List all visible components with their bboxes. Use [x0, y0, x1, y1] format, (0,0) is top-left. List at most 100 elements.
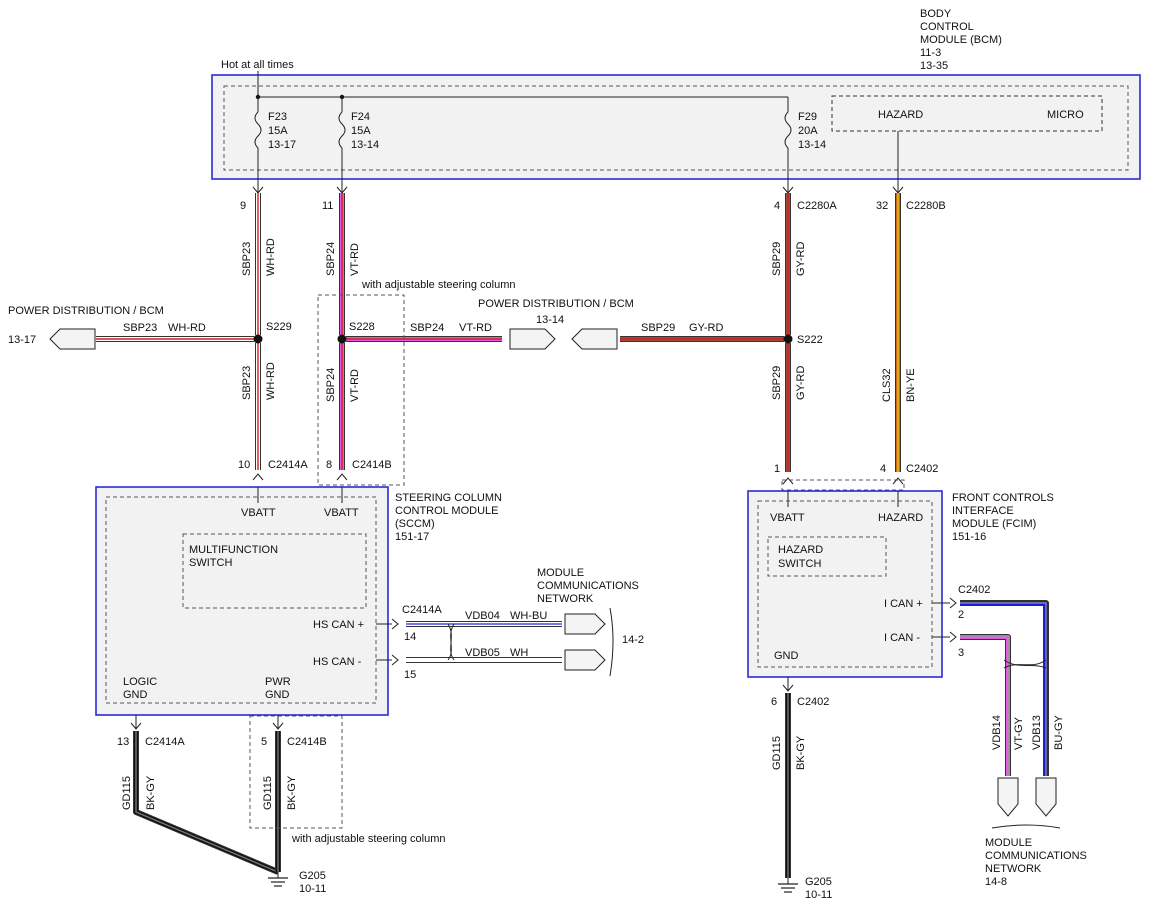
- fuse-name: F29: [798, 111, 817, 123]
- wire-color: WH-BU: [510, 610, 547, 622]
- connector-shape: [571, 328, 618, 350]
- fuse-rating: 15A: [351, 125, 371, 137]
- bcm-title-line: CONTROL: [920, 21, 974, 33]
- sccm-vbatt-label: VBATT: [241, 507, 276, 519]
- power-dist-mid: POWER DISTRIBUTION / BCM 13-14: [478, 298, 634, 350]
- fcim-hazard-label: HAZARD: [878, 512, 923, 524]
- connector-name: C2280B: [906, 200, 946, 212]
- pin-number: 4: [880, 463, 886, 475]
- ground-ref: 10-11: [805, 889, 832, 901]
- wire-color: WH-RD: [265, 238, 277, 276]
- wire-color: BN-YE: [905, 368, 917, 402]
- pin-number: 9: [240, 200, 246, 212]
- wire-color: WH-RD: [265, 362, 277, 400]
- wire-circuit: SBP29: [771, 366, 783, 400]
- fuse-name: F23: [268, 111, 287, 123]
- fcim-inner-dashed: [757, 500, 933, 668]
- hazard-switch-label: SWITCH: [778, 558, 821, 570]
- ground-name: G205: [805, 876, 832, 888]
- fcim-input-pins: 1 4 C2402: [774, 463, 938, 491]
- sccm-title-line: 151-17: [395, 531, 429, 543]
- wire-color: GY-RD: [689, 322, 723, 334]
- fcim-title-line: INTERFACE: [952, 505, 1014, 517]
- wire-gd115-left: [133, 731, 280, 875]
- ican-plus-label: I CAN +: [884, 598, 923, 610]
- wire-circuit: SBP23: [241, 366, 253, 400]
- network-label: 14-8: [985, 876, 1007, 888]
- adjustable-column-box: [317, 294, 405, 486]
- connector-name: C2402: [797, 696, 829, 708]
- multifunction-switch-box: [182, 533, 367, 609]
- fuse-rating: 20A: [798, 125, 818, 137]
- wire-color: WH: [510, 647, 528, 659]
- wire-circuit: VDB05: [465, 647, 500, 659]
- sccm-title-line: STEERING COLUMN: [395, 492, 502, 504]
- wire-color: BK-GY: [286, 775, 298, 810]
- bcm-title-line: 13-35: [920, 60, 948, 72]
- connector-shape: [509, 328, 556, 350]
- hs-can-minus-label: HS CAN -: [313, 656, 362, 668]
- pwr-gnd-label: PWR: [265, 676, 291, 688]
- fuse-ref: 13-17: [268, 139, 296, 151]
- sccm-box: [95, 486, 389, 716]
- adjustable-column-box-lower: [249, 715, 343, 829]
- twisted-pair-mark: [1003, 659, 1047, 669]
- wire-vdb13: [960, 600, 1049, 776]
- bcm-connector-marks: 9 11 4 C2280A 32 C2280B: [240, 186, 946, 212]
- ican-minus-label: I CAN -: [884, 632, 920, 644]
- fcim-vbatt-label: VBATT: [770, 512, 805, 524]
- sccm-title-line: (SCCM): [395, 518, 435, 530]
- wire-vdb14: [960, 634, 1011, 776]
- sccm-inner-dashed: [105, 496, 377, 704]
- network-label: COMMUNICATIONS: [985, 850, 1087, 862]
- connector-name: C2402: [958, 584, 990, 596]
- adjustable-note: with adjustable steering column: [361, 279, 515, 291]
- fuse-rating: 15A: [268, 125, 288, 137]
- wire-circuit: GD115: [121, 776, 133, 810]
- wire-color: VT-RD: [349, 243, 361, 276]
- wire-circuit: SBP23: [241, 242, 253, 276]
- wire-circuit: VDB13: [1031, 715, 1043, 750]
- bcm-title-line: 11-3: [920, 47, 941, 59]
- adjustable-note-lower: with adjustable steering column: [291, 833, 445, 845]
- splice-label: S229: [266, 321, 292, 333]
- power-dist-ref: 13-14: [536, 314, 564, 326]
- pin-number: 15: [404, 669, 416, 681]
- fuse-ref: 13-14: [351, 139, 379, 151]
- wire-circuit: SBP24: [325, 242, 337, 276]
- connector-shape: [49, 328, 96, 350]
- connector-name: C2414B: [352, 459, 392, 471]
- twisted-pair-mark: [447, 623, 455, 661]
- wire-labels: SBP23 WH-RD SBP23 WH-RD SBP24 VT-RD SBP2…: [121, 238, 1065, 810]
- pin-number: 1: [774, 463, 780, 475]
- network-label: MODULE: [537, 567, 584, 579]
- wire-color: BK-GY: [795, 735, 807, 770]
- wire-circuit: GD115: [262, 776, 274, 810]
- fcim-title-line: FRONT CONTROLS: [952, 492, 1054, 504]
- multifunction-switch-label: SWITCH: [189, 557, 232, 569]
- pin-number: 32: [876, 200, 888, 212]
- network-bracket: [609, 607, 614, 677]
- connector-name: C2414A: [402, 604, 442, 616]
- connector-name: C2402: [906, 463, 938, 475]
- wire-circuit: SBP24: [410, 322, 444, 334]
- network-bracket: [991, 824, 1061, 829]
- wire-circuit: GD115: [771, 736, 783, 770]
- wire-color: BK-GY: [145, 775, 157, 810]
- fcim-module: VBATT HAZARD HAZARD SWITCH I CAN + I CAN…: [747, 490, 1054, 678]
- wire-color: VT-RD: [459, 322, 492, 334]
- pin-number: 4: [774, 200, 780, 212]
- connector-name: C2414A: [145, 736, 185, 748]
- wire-color: GY-RD: [795, 366, 807, 400]
- splice-dot: [783, 334, 793, 344]
- wire-circuit: VDB14: [991, 715, 1003, 750]
- fuse-f24: F24 15A 13-14: [338, 97, 379, 192]
- hazard-switch-label: HAZARD: [778, 544, 823, 556]
- pin-number: 6: [771, 696, 777, 708]
- network-connector: [997, 777, 1019, 817]
- wire-color: VT-GY: [1013, 716, 1025, 750]
- hot-at-all-times-label: Hot at all times: [221, 59, 294, 71]
- wire-circuit: SBP23: [123, 322, 157, 334]
- ground-g205-right: G205 10-11: [778, 876, 832, 901]
